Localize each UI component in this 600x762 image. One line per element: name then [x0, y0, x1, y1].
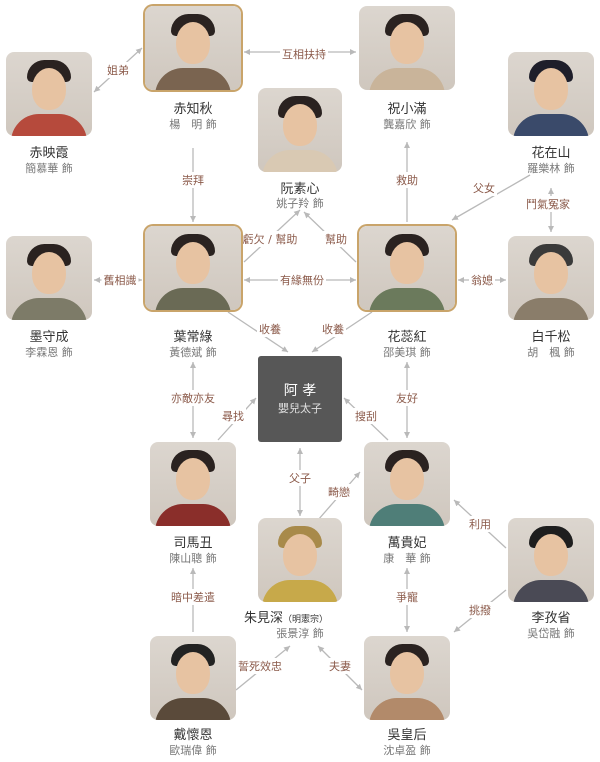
name-ruansuxin: 阮素心: [280, 182, 320, 197]
actor-zhuxiaoman: 龔嘉欣 飾: [383, 118, 431, 131]
name-daihuaien: 戴懷恩: [173, 728, 213, 743]
portrait-zhuxiaoman: [359, 6, 455, 90]
edge-label-jiuxiangshi: 舊相識: [101, 272, 139, 288]
portrait-baiqiansong: [508, 236, 594, 320]
actor-chizhiqiu: 楊 明 飾: [169, 118, 217, 131]
edge-label-jiedi: 姐弟: [105, 62, 131, 78]
name-huazaishan: 花在山: [531, 146, 571, 161]
center-name: 阿 孝: [283, 383, 317, 399]
edge-label-fuqi: 夫妻: [327, 658, 353, 674]
portrait-moshoucheng: [6, 236, 92, 320]
edge-label-youyuanwufen: 有緣無份: [278, 272, 326, 288]
edge-label-soukuo: 搜刮: [353, 408, 379, 424]
portrait-chizhiqiu: [145, 6, 241, 90]
edge-label-liyong: 利用: [467, 516, 493, 532]
portrait-daihuaien: [150, 636, 236, 720]
portrait-ruansuxin: [258, 88, 342, 172]
actor-zhujianshen: 張景淳 飾: [276, 627, 324, 640]
actor-moshoucheng: 李霖恩 飾: [25, 346, 73, 359]
actor-huazaishan: 羅樂林 飾: [527, 162, 575, 175]
portrait-huazaishan: [508, 52, 594, 136]
name-zhujianshen-main: 朱見深: [243, 611, 283, 626]
actor-daihuaien: 歐瑞偉 飾: [169, 744, 217, 757]
edge-label-huxiangfuchi: 互相扶持: [280, 46, 328, 62]
name-chizhiqiu: 赤知秋: [173, 102, 213, 117]
edge-label-shouyang2: 收養: [320, 321, 346, 337]
name-wuhuanghou: 吳皇后: [387, 728, 427, 743]
actor-ruansuxin: 姚子羚 飾: [276, 197, 324, 210]
name-simachou: 司馬丑: [173, 536, 213, 551]
name-wanguifei: 萬貴妃: [387, 536, 427, 551]
edge-label-anzhongchaqian: 暗中差遣: [169, 589, 217, 605]
portrait-lizisheng: [508, 518, 594, 602]
edge-label-kuiqianbangzhu: 虧欠 / 幫助: [240, 231, 300, 247]
portrait-yechanglv: [145, 226, 241, 310]
actor-wanguifei: 康 華 飾: [383, 552, 431, 565]
actor-chiyingxia: 簡慕華 飾: [25, 162, 73, 175]
portrait-chiyingxia: [6, 52, 92, 136]
actor-simachou: 陳山聰 飾: [169, 552, 217, 565]
edge-label-bangzhu: 幫助: [323, 231, 349, 247]
edge-label-shouyang1: 收養: [257, 321, 283, 337]
name-moshoucheng: 墨守成: [29, 330, 69, 345]
edge-label-jilian: 畸戀: [326, 484, 352, 500]
portrait-wanguifei: [364, 442, 450, 526]
name-zhujianshen-note: （明憲宗）: [283, 615, 329, 625]
edge-label-funv: 父女: [471, 180, 497, 196]
edge-label-yidiyiyou: 亦敵亦友: [169, 390, 217, 406]
edge-label-shisixiaozhong: 誓死效忠: [236, 658, 284, 674]
name-yechanglv: 葉常綠: [173, 330, 213, 345]
name-chiyingxia: 赤映霞: [29, 146, 69, 161]
name-zhuxiaoman: 祝小滿: [387, 102, 427, 117]
edge-label-jiuzhu: 救助: [394, 172, 420, 188]
actor-wuhuanghou: 沈卓盈 飾: [383, 744, 431, 757]
edge-funv: [451, 174, 531, 221]
portrait-simachou: [150, 442, 236, 526]
actor-yechanglv: 黃德斌 飾: [169, 346, 217, 359]
name-baiqiansong: 白千松: [531, 330, 571, 345]
edge-label-wengxi: 翁媳: [469, 272, 495, 288]
edge-label-fuzi: 父子: [287, 470, 313, 486]
name-lizisheng: 李孜省: [531, 611, 571, 626]
portrait-zhujianshen: [258, 518, 342, 602]
portrait-huaruihong: [359, 226, 455, 310]
center-node-axiao: 阿 孝 嬰兒太子: [258, 356, 342, 442]
actor-huaruihong: 邵美琪 飾: [383, 346, 431, 359]
edge-label-tiaobo: 挑撥: [467, 602, 493, 618]
name-zhujianshen: 朱見深（明憲宗）: [226, 607, 346, 626]
edge-label-youhao: 友好: [394, 390, 420, 406]
edge-label-dousijiajia: 鬥氣冤家: [524, 196, 572, 212]
edge-label-zhengchong: 爭寵: [394, 589, 420, 605]
edge-label-xunzhao: 尋找: [220, 408, 246, 424]
center-subtitle: 嬰兒太子: [278, 402, 322, 415]
actor-lizisheng: 吳岱融 飾: [527, 627, 575, 640]
portrait-wuhuanghou: [364, 636, 450, 720]
name-huaruihong: 花蕊紅: [387, 330, 427, 345]
actor-baiqiansong: 胡 楓 飾: [527, 346, 575, 359]
edge-label-chongbai: 崇拜: [180, 172, 206, 188]
